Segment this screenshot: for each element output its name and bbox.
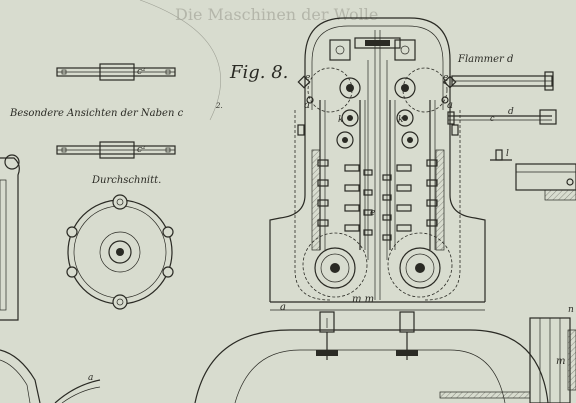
bottom-left-wheel-fragment [0,349,101,403]
base-arch [194,329,549,403]
label-hub-c2-top: c² [137,67,146,77]
label-flame-c: c [443,77,448,86]
label-e-right: e [443,73,448,83]
fig-label: Fig. 8. [229,62,288,83]
label-a-left: a [304,100,310,111]
belt-left [294,110,331,301]
label-a-right: a [447,100,453,111]
bottom-base-plate [439,391,531,399]
label-e-left: e [305,73,310,83]
center-spindle-row [363,60,392,260]
label-flame: Flammer d [457,54,513,65]
label-side-views-sup: 2. [215,102,223,110]
label-section: Durchschnitt. [91,175,161,186]
label-d: d [508,107,514,117]
label-mm: m m [352,294,374,305]
label-a-base: a [280,302,286,313]
foundation-bolts [316,311,418,360]
hub-cross-section [66,194,174,310]
label-hub-c2-bottom: c² [137,145,146,155]
label-k-right: k [398,115,403,125]
flame-bar-top [451,71,554,91]
faded-heading: Die Maschinen der Wolle [175,5,378,24]
right-spindle-column [387,39,459,298]
hub-side-view-bottom [56,141,176,159]
label-m-right: m [556,356,565,367]
base-arch-inner [234,349,506,403]
label-flame-c2: c [490,114,495,123]
label-n-right: n [568,305,574,315]
left-edge-partial-part [0,154,20,321]
label-a-bottom-left: a [88,373,93,383]
label-e-center: e [370,208,375,218]
label-l-small: l [506,149,509,159]
belt-right [424,110,461,301]
label-k-left: k [338,115,343,125]
hub-side-view-top [56,63,176,81]
label-side-views: Besondere Ansichten der Naben c [9,108,184,119]
bracket-l [490,149,512,161]
faint-arc [139,0,221,121]
right-box-fragment [515,163,576,201]
right-roller-m [529,317,576,403]
left-spindle-column [297,39,368,298]
flame-bar-bottom [447,109,557,125]
main-machine-housing [269,17,486,311]
